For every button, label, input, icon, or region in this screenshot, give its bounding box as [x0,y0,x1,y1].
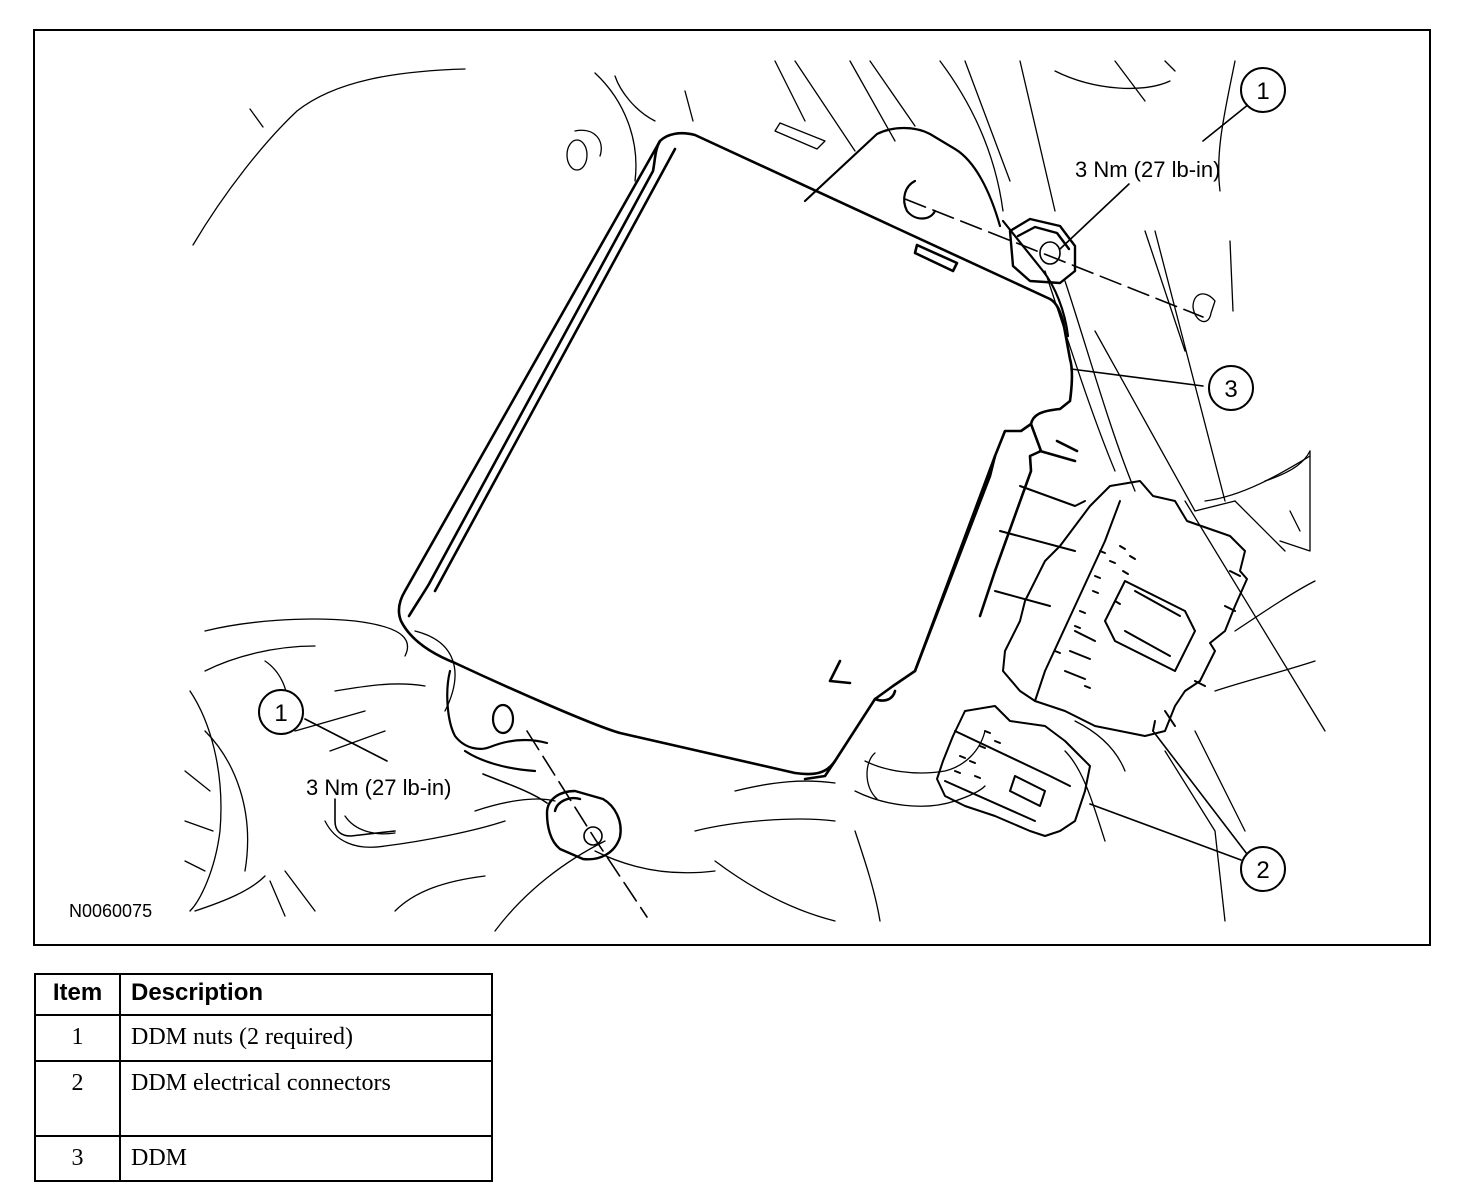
legend-item-description: DDM nuts (2 required) [119,1014,493,1062]
illustration-frame: 1 3 2 1 3 Nm (27 lb-in) 3 Nm (27 lb-in) … [33,29,1431,946]
svg-text:1: 1 [1256,78,1269,105]
legend-item-number: 3 [34,1135,121,1182]
upper-bracket [803,126,1070,338]
stud-centerlines [526,198,1204,918]
svg-text:3: 3 [1224,376,1237,403]
legend-header-item: Item [34,973,121,1016]
legend-item-description: DDM electrical connectors [119,1060,493,1137]
legend-row: 2 DDM electrical connectors [34,1060,493,1137]
callout-upper-nut: 1 [1240,67,1286,113]
figure-id: N0060075 [69,901,152,921]
connector-small [936,705,1091,837]
leader-lines [304,103,1250,861]
legend-row: 3 DDM [34,1135,493,1182]
torque-label-upper: 3 Nm (27 lb-in) [1075,157,1220,182]
background-structure [184,60,1326,932]
svg-text:1: 1 [274,700,287,727]
torque-label-lower: 3 Nm (27 lb-in) [306,775,451,800]
legend-table: Item Description 1 DDM nuts (2 required)… [34,973,493,1182]
callout-connectors: 2 [1240,846,1286,892]
ddm-illustration: 1 3 2 1 3 Nm (27 lb-in) 3 Nm (27 lb-in) … [69,60,1326,932]
callout-lower-nut: 1 [258,689,304,735]
lower-nut [545,789,622,861]
svg-text:2: 2 [1256,857,1269,884]
upper-nut [1008,217,1077,285]
ddm-module-body [397,131,1079,781]
callout-module: 3 [1208,365,1254,411]
connector-large [994,480,1248,737]
legend-row: 1 DDM nuts (2 required) [34,1014,493,1062]
legend-item-number: 1 [34,1014,121,1062]
legend-header-description: Description [119,973,493,1016]
legend-item-number: 2 [34,1060,121,1137]
lower-bracket [446,669,549,773]
legend-item-description: DDM [119,1135,493,1182]
